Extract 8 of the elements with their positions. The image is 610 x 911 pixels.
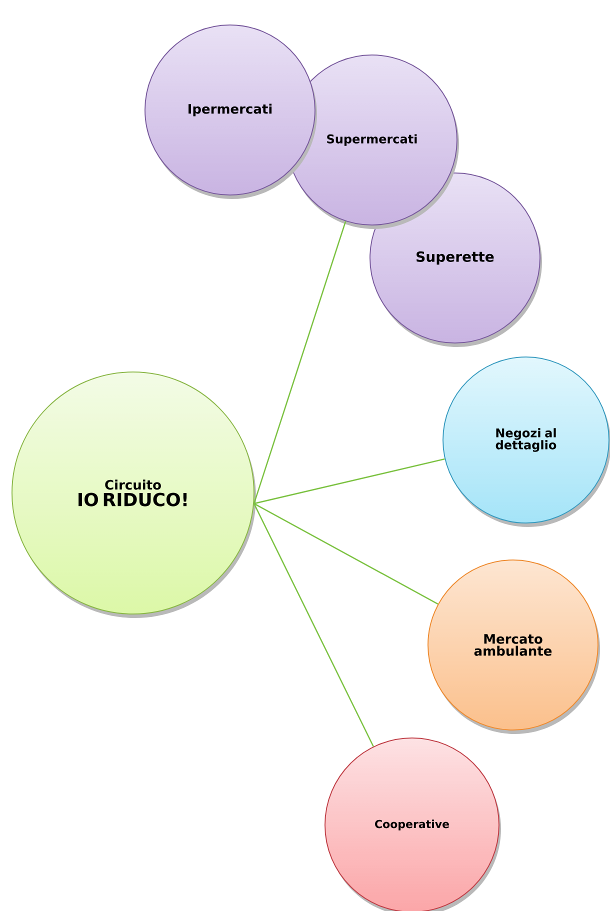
connector-line bbox=[254, 458, 445, 504]
circle-node: Circuito IO RIDUCO! bbox=[12, 372, 254, 614]
connector-line bbox=[254, 503, 438, 605]
circle-node: Mercato ambulante bbox=[428, 560, 598, 730]
circle-node: Ipermercati bbox=[144, 24, 316, 196]
circle-node: Negozi al dettaglio bbox=[442, 356, 610, 524]
connector-line bbox=[253, 503, 374, 747]
connector-line bbox=[253, 221, 346, 504]
